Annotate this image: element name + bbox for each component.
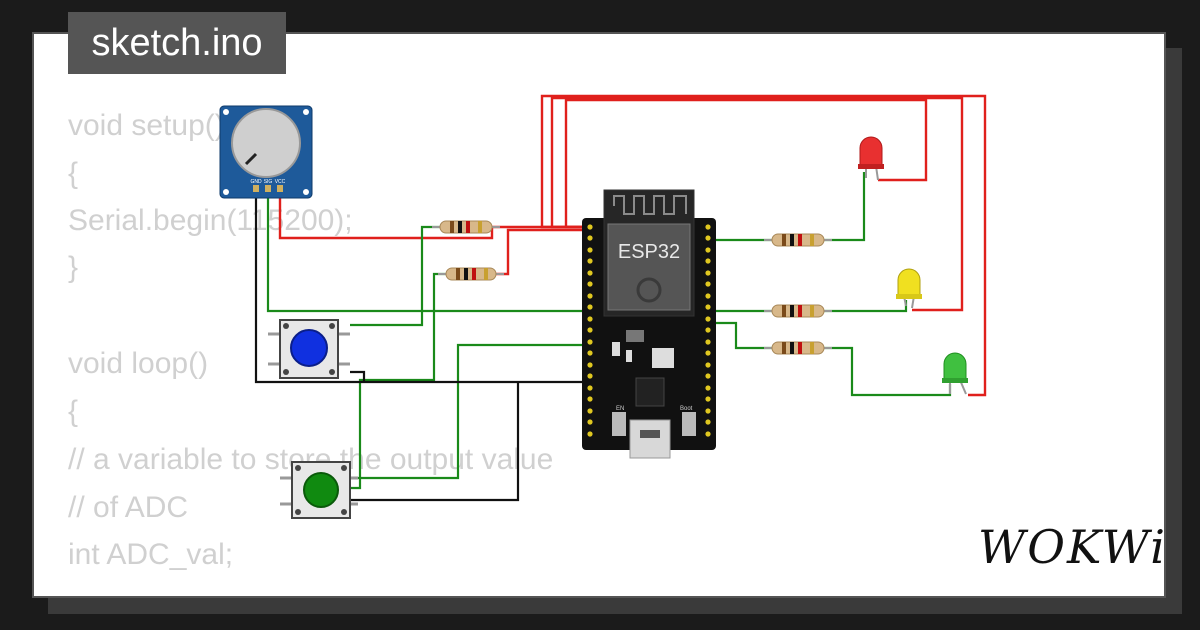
led-red[interactable] (858, 136, 884, 181)
file-tab[interactable]: sketch.ino (68, 12, 286, 74)
usb-port (629, 419, 671, 459)
code-line: void setup() (68, 109, 225, 142)
resistor[interactable] (764, 304, 832, 318)
wire-green (350, 272, 446, 490)
pot-pin-label: SIG (264, 179, 273, 185)
en-label: EN (616, 406, 624, 412)
right-pin-header (705, 224, 711, 437)
led-yellow[interactable] (896, 268, 922, 309)
button-cap[interactable] (290, 329, 328, 367)
wire-black (350, 382, 520, 502)
code-line: Serial.begin(115200); (68, 204, 353, 237)
pot-pin-label: GND (250, 179, 262, 185)
pushbutton-green[interactable] (280, 461, 358, 519)
wire-green (350, 225, 440, 327)
wire-green (824, 346, 952, 397)
wire-black (350, 370, 366, 382)
wire-green (712, 321, 774, 350)
resistor[interactable] (432, 220, 500, 234)
led-green[interactable] (942, 352, 968, 395)
code-line: { (68, 395, 79, 428)
wire-red (278, 190, 590, 240)
code-line: } (68, 251, 79, 284)
pot-pin-label: VCC (275, 179, 286, 185)
resistor[interactable] (764, 341, 832, 355)
code-line: void loop() (68, 347, 209, 380)
code-line: { (68, 157, 79, 190)
resistor[interactable] (764, 233, 832, 247)
code-line: // of ADC (68, 491, 189, 524)
boot-label: Boot (680, 406, 693, 412)
potentiometer[interactable]: GND SIG VCC (219, 105, 313, 199)
wokwi-logo: WOKWi (978, 520, 1167, 574)
code-line: int ADC_val; (68, 538, 234, 571)
wire-green (350, 343, 590, 480)
button-cap[interactable] (303, 472, 339, 508)
boot-button[interactable] (682, 412, 696, 436)
en-button[interactable] (612, 412, 626, 436)
esp32-board[interactable]: ESP32 EN Boot (582, 189, 716, 459)
knob[interactable] (231, 108, 301, 178)
espressif-logo-icon (636, 277, 662, 303)
wire-green (824, 300, 908, 313)
left-pin-header (587, 224, 593, 437)
black-wires (254, 190, 590, 502)
wire-black (254, 190, 590, 384)
board-label: ESP32 (618, 241, 680, 263)
wire-green (824, 172, 866, 242)
wire-red (496, 228, 590, 276)
pushbutton-blue[interactable] (268, 319, 350, 379)
knob-indicator (244, 152, 258, 166)
wire-green (266, 190, 590, 313)
resistor[interactable] (438, 267, 504, 281)
